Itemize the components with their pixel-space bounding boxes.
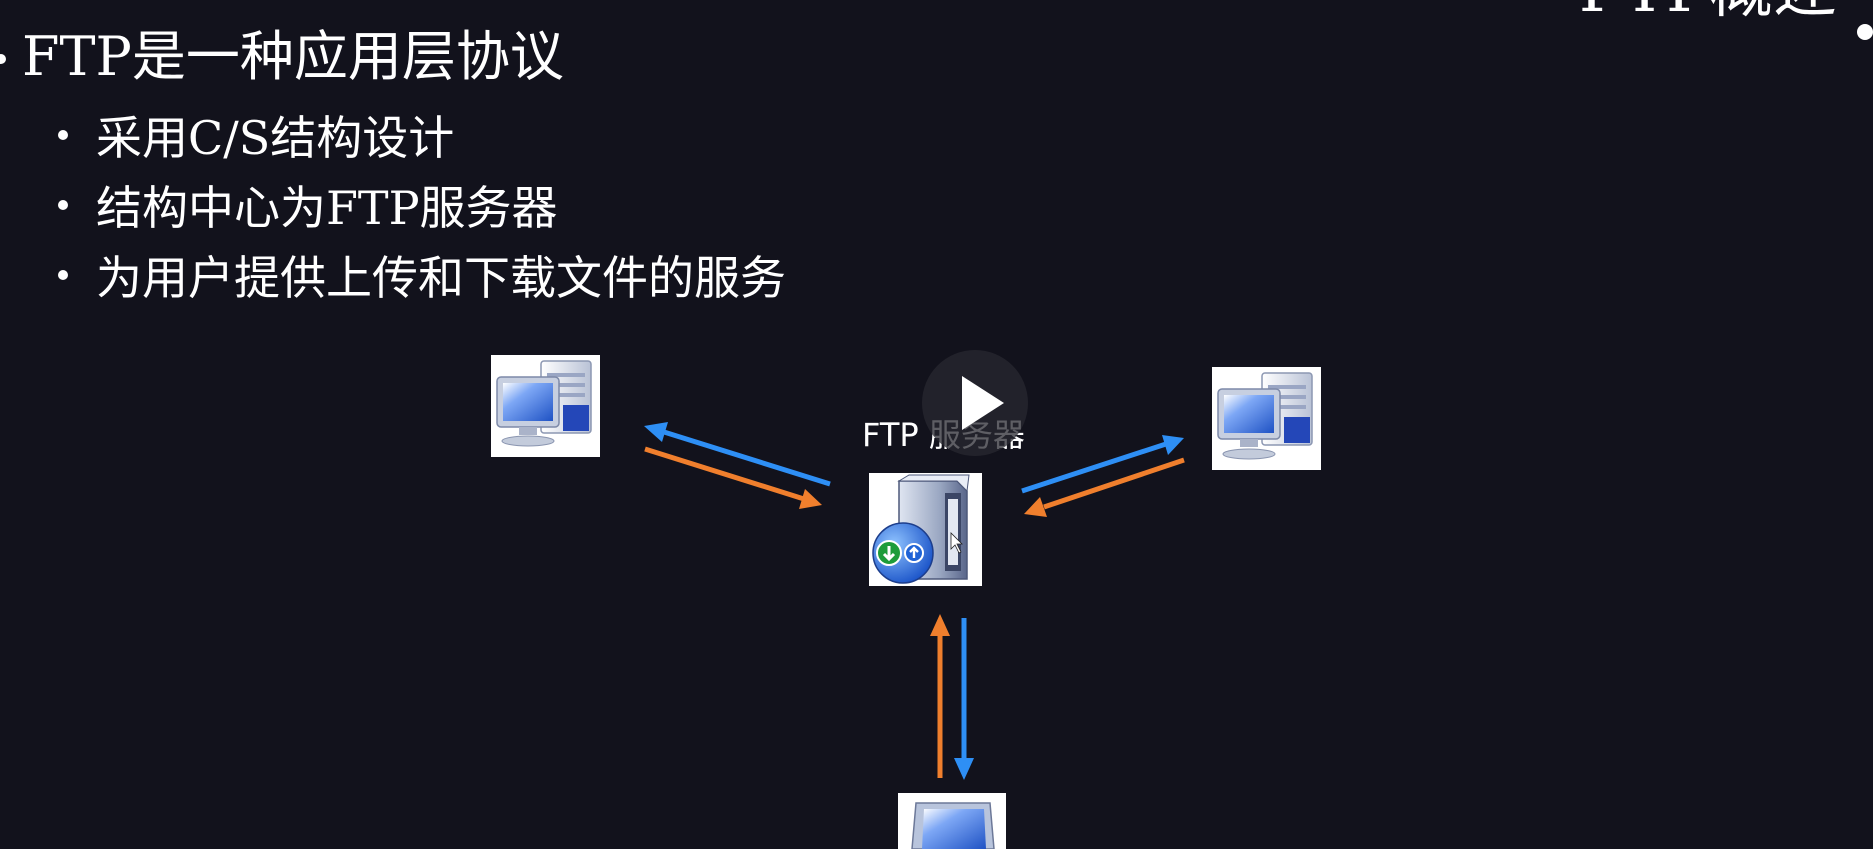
arrow-top-left-to-server-upload (644, 446, 822, 509)
client-laptop-icon (898, 793, 1006, 849)
sub-point-text: 为用户提供上传和下载文件的服务 (96, 251, 786, 305)
sub-point: 结构中心为FTP服务器 (58, 170, 786, 240)
sub-point: 采用C/S结构设计 (58, 100, 786, 170)
client-computer-top-left-icon (491, 355, 600, 457)
sub-point-list: 采用C/S结构设计 结构中心为FTP服务器 为用户提供上传和下载文件的服务 (58, 100, 786, 310)
arrow-server-to-top-right-download (1021, 435, 1184, 494)
arrow-server-to-bottom-download (954, 618, 974, 780)
client-computer-top-right-icon (1212, 367, 1321, 470)
bullet-dot (58, 270, 68, 280)
main-point: FTP是一种应用层协议 (22, 25, 564, 88)
slide-title: FTP概述 (1579, 0, 1837, 22)
bullet-dot (58, 130, 68, 140)
ftp-server-icon (869, 473, 982, 586)
arrow-top-right-to-server-upload (1024, 457, 1185, 517)
video-play-button[interactable] (922, 350, 1028, 456)
main-bullet-dot (0, 54, 6, 64)
sub-point: 为用户提供上传和下载文件的服务 (58, 240, 786, 310)
arrow-server-to-top-left-download (644, 422, 831, 487)
play-icon (962, 376, 1004, 430)
sub-point-text: 结构中心为FTP服务器 (96, 181, 558, 235)
bullet-dot (58, 200, 68, 210)
arrow-bottom-to-server-upload (930, 614, 950, 778)
title-dot (1857, 24, 1873, 40)
sub-point-text: 采用C/S结构设计 (96, 111, 455, 165)
